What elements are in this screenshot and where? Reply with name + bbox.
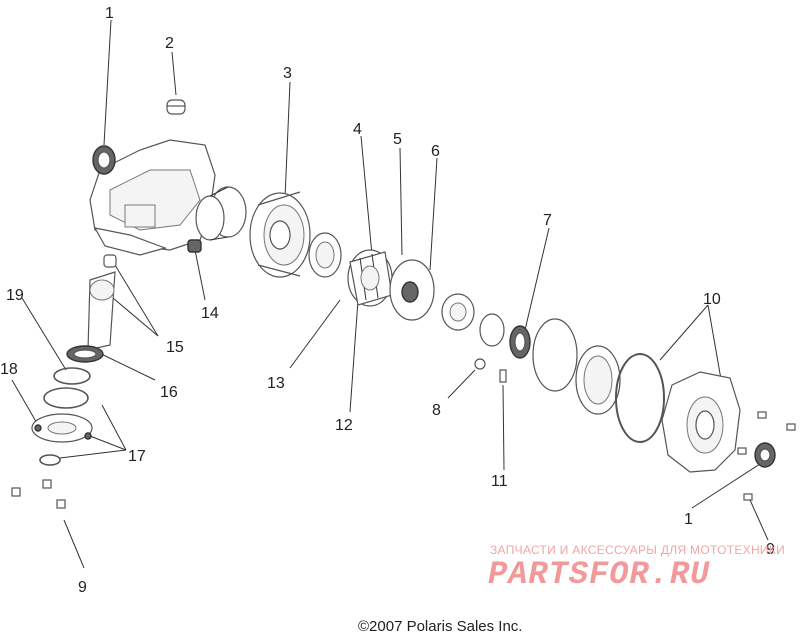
seal-16: [66, 345, 104, 363]
callout-12: 12: [335, 417, 353, 434]
callout-2: 2: [165, 35, 174, 52]
bolts-right: [737, 411, 796, 501]
leader-lines: [11, 19, 769, 569]
o-ring-19: [43, 367, 91, 409]
callout-17: 17: [128, 448, 146, 465]
o-ring-17-small: [39, 454, 61, 466]
spacer-ring: [479, 313, 505, 347]
bearing-cup: [195, 186, 247, 241]
callout-labels: 1 2 3 4 5 6 7 8 9 10 11 12 13 14 15 16 1…: [0, 5, 775, 596]
callout-4: 4: [353, 121, 362, 138]
callout-7: 7: [543, 212, 552, 229]
coil-housing: [532, 318, 621, 415]
clip-8: [474, 358, 486, 370]
fill-plug-14: [187, 239, 202, 253]
cover-right: [661, 371, 741, 473]
callout-6: 6: [431, 143, 440, 160]
pinion-flange-18: [31, 413, 93, 443]
bearing-cone: [308, 232, 342, 278]
callout-19: 19: [6, 287, 24, 304]
seal-1-left: [92, 145, 116, 175]
copyright-notice: ©2007 Polaris Sales Inc.: [358, 618, 523, 635]
ring-gear: [249, 191, 311, 278]
pin-11: [499, 369, 507, 383]
callout-5: 5: [393, 131, 402, 148]
output-hub: [441, 293, 475, 331]
housing-left: [89, 139, 216, 256]
callout-14: 14: [201, 305, 219, 322]
o-ring-10: [615, 353, 665, 443]
differential-cage: [347, 249, 393, 307]
armature-plate: [389, 259, 435, 321]
callout-1: 1: [105, 5, 114, 22]
callout-8: 8: [432, 402, 441, 419]
breather-plug: [166, 99, 186, 115]
seal-1-right: [754, 442, 776, 468]
callout-9: 9: [78, 579, 87, 596]
callout-15: 15: [166, 339, 184, 356]
callout-11: 11: [491, 473, 508, 490]
callout-3: 3: [283, 65, 292, 82]
callout-1-right: 1: [684, 511, 693, 528]
callout-10: 10: [703, 291, 721, 308]
pinion-shaft: [87, 254, 117, 351]
seal-7: [509, 325, 531, 359]
watermark-tagline: ЗАПЧАСТИ И АКСЕССУАРЫ ДЛЯ МОТОТЕХНИКИ: [490, 543, 786, 557]
callout-18: 18: [0, 361, 18, 378]
callout-13: 13: [267, 375, 285, 392]
callout-16: 16: [160, 384, 178, 401]
callout-9-right: 9: [766, 541, 775, 558]
watermark-logo: PARTSFOR.RU: [488, 556, 711, 593]
bolts-left: [11, 479, 66, 509]
